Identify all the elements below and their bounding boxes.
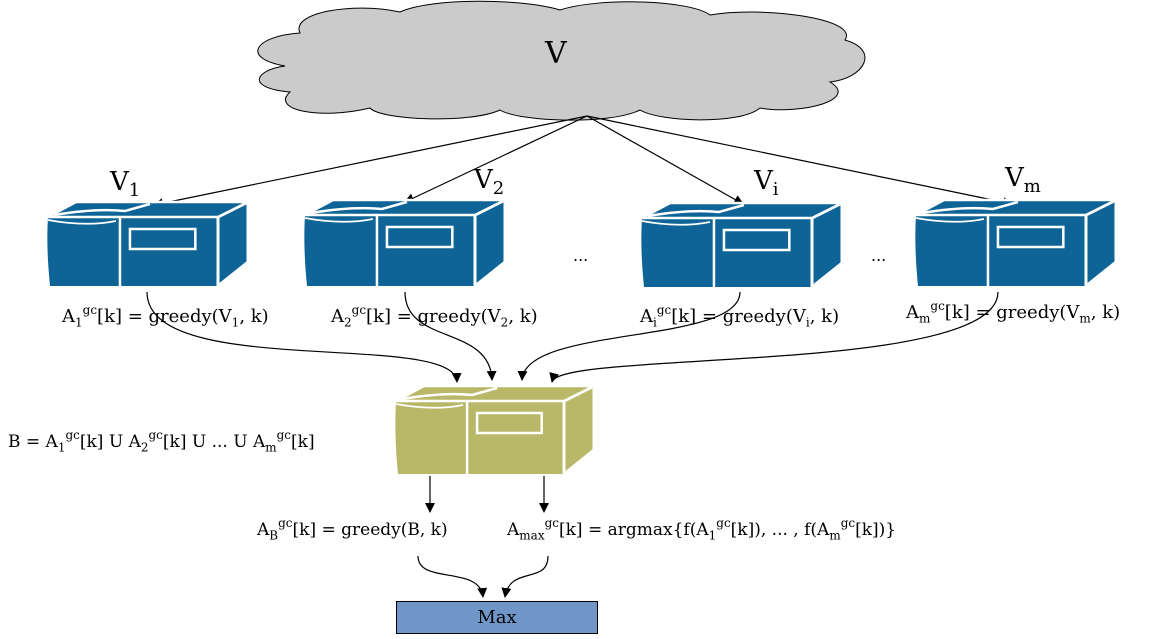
curve-greedy-to-max <box>417 555 488 598</box>
partition-label-v2: V2 <box>474 165 505 200</box>
greedy-label-v1: A1gc[k] = greedy(V1, k) <box>62 303 269 330</box>
partition-box-vi <box>640 200 844 291</box>
curve-v2-to-b <box>404 291 497 381</box>
partition-box-vm <box>914 197 1118 290</box>
arrow-to-vi <box>586 115 744 205</box>
argmax-label: Amaxgc[k] = argmax{f(A1gc[k]), ... , f(A… <box>507 516 897 543</box>
union-label: B = A1gc[k] U A2gc[k] U ... U Amgc[k] <box>8 428 315 455</box>
ellipsis-2: ... <box>871 246 887 265</box>
partition-label-vm: Vm <box>1005 163 1041 198</box>
greedy-label-vi: Aigc[k] = greedy(Vi, k) <box>640 303 840 330</box>
partition-label-vi: Vi <box>754 166 779 201</box>
greedy-b-label: ABgc[k] = greedy(B, k) <box>257 516 448 543</box>
partition-label-v1: V1 <box>110 167 141 202</box>
cloud-shape <box>257 0 866 121</box>
greedy-label-v2: A2gc[k] = greedy(V2, k) <box>331 303 538 330</box>
cloud-label: V <box>545 36 567 71</box>
arrow-to-v2 <box>404 115 588 203</box>
curve-vm-to-b <box>549 291 999 383</box>
max-box-label: Max <box>477 607 517 628</box>
partition-box-v1 <box>46 199 250 290</box>
union-box-b <box>394 383 596 478</box>
max-box: Max <box>396 601 598 634</box>
greedy-label-vm: Amgc[k] = greedy(Vm, k) <box>906 299 1121 326</box>
curve-vi-to-b <box>517 291 741 381</box>
arrow-to-v1 <box>153 115 588 209</box>
partition-box-v2 <box>303 197 507 290</box>
arrow-to-vm <box>586 115 1013 208</box>
curve-v1-to-b <box>146 291 462 383</box>
curve-argmax-to-max <box>501 555 549 598</box>
ellipsis-1: ... <box>573 246 589 265</box>
